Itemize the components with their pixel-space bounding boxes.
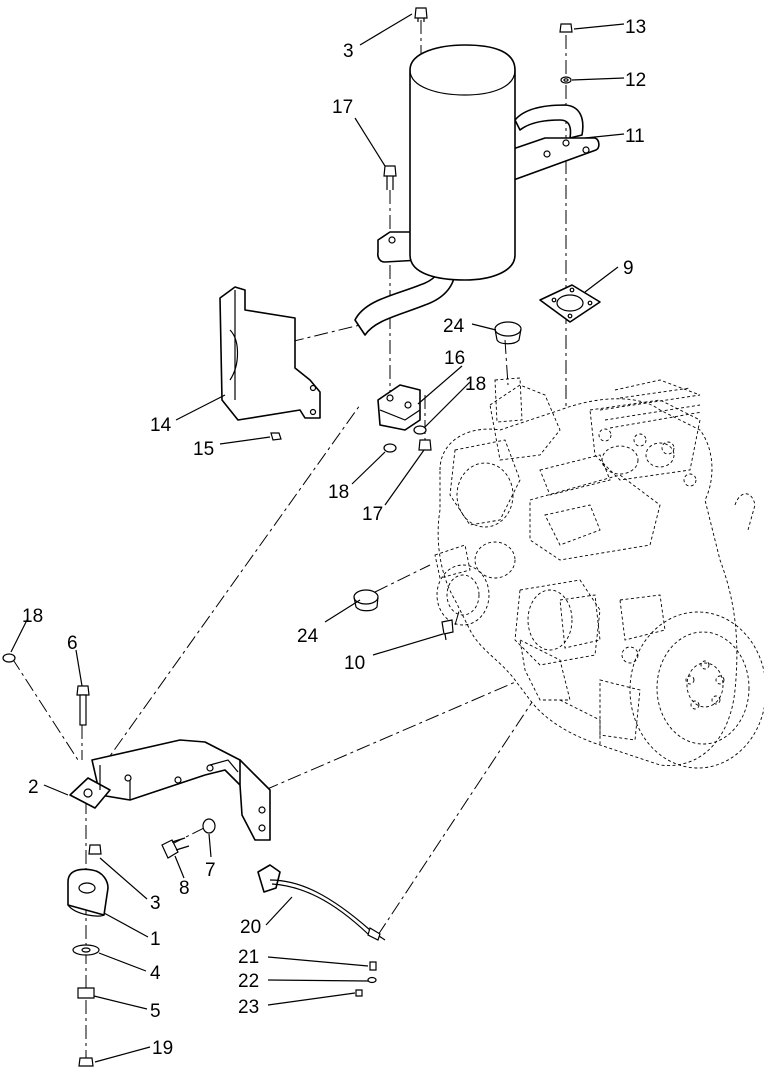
callout-7: 7 (205, 860, 216, 881)
hose-clamp-lower (353, 589, 379, 612)
callout-2: 2 (28, 777, 39, 798)
callout-23: 23 (238, 997, 259, 1018)
callout-3-top: 3 (343, 41, 354, 62)
callout-18-left: 18 (22, 606, 43, 627)
callout-16: 16 (444, 348, 465, 369)
callout-9: 9 (623, 258, 634, 279)
support-bracket (377, 384, 421, 431)
callout-labels: 3 13 12 11 17 9 24 16 18 14 15 18 17 24 … (22, 17, 646, 1059)
callout-17-bottom: 17 (362, 504, 383, 525)
callout-3-bottom: 3 (150, 893, 161, 914)
callout-6: 6 (67, 633, 78, 654)
callout-24-bottom: 24 (297, 626, 319, 647)
gasket (539, 284, 601, 323)
callout-21: 21 (238, 947, 259, 968)
callout-10: 10 (344, 653, 365, 674)
leader-lines (10, 13, 625, 1063)
heat-shield (219, 286, 321, 421)
callout-24-top: 24 (443, 316, 465, 337)
callout-22: 22 (238, 971, 259, 992)
callout-8: 8 (179, 878, 190, 899)
sensor (441, 619, 454, 641)
callout-20: 20 (240, 917, 261, 938)
top-hardware (270, 7, 573, 453)
engine-phantom (434, 377, 764, 769)
engine-mount-bracket (69, 739, 271, 841)
callout-4: 4 (150, 963, 161, 984)
callout-14: 14 (150, 415, 172, 436)
callout-18-mid: 18 (328, 482, 349, 503)
callout-1: 1 (150, 929, 161, 950)
callout-18-right: 18 (465, 374, 486, 395)
callout-12: 12 (625, 70, 646, 91)
callout-11: 11 (625, 126, 645, 147)
callout-17-top: 17 (332, 97, 353, 118)
mount-hardware (2, 653, 216, 1067)
callout-15: 15 (193, 439, 214, 460)
muffler (354, 44, 600, 336)
harness-switch (257, 864, 386, 997)
callout-5: 5 (150, 1001, 161, 1022)
callout-13: 13 (625, 17, 646, 38)
callout-19: 19 (152, 1038, 173, 1059)
